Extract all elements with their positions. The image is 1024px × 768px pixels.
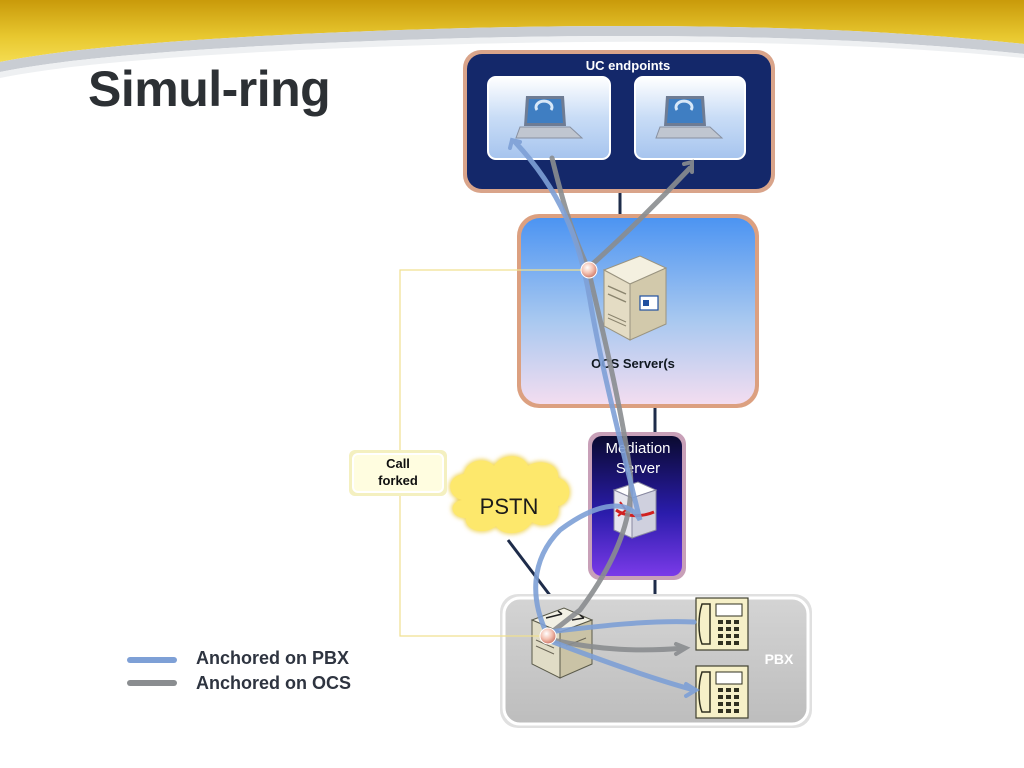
mediation-label-line1: Mediation [605,440,670,457]
pstn-cloud: PSTN [449,455,571,534]
header-banner [0,0,1024,78]
uc-endpoints-label: UC endpoints [586,58,671,73]
pstn-label: PSTN [480,494,539,519]
desk-phone-icon[interactable] [695,665,749,719]
call-forked-box: Call forked [349,450,447,496]
path-anchored-on-pbx [508,137,700,698]
slide-title: Simul-ring [88,61,331,117]
server-icon[interactable] [602,255,668,341]
fork-point-pbx [539,627,557,645]
uc-endpoints-box: UC endpoints [463,50,775,193]
laptop-icon[interactable] [655,96,724,139]
laptop-icon[interactable] [515,96,584,139]
pbx-label: PBX [765,651,794,667]
desk-phone-icon[interactable] [695,597,749,651]
legend-label-pbx: Anchored on PBX [196,648,350,668]
legend-label-ocs: Anchored on OCS [196,673,352,693]
fork-point-ocs [580,261,598,279]
call-forked-line1: Call [386,456,410,471]
legend [127,657,177,686]
mediation-label-line2: Server [616,460,660,477]
call-forked-line2: forked [378,473,418,488]
call-forked-callout-line [399,269,588,637]
